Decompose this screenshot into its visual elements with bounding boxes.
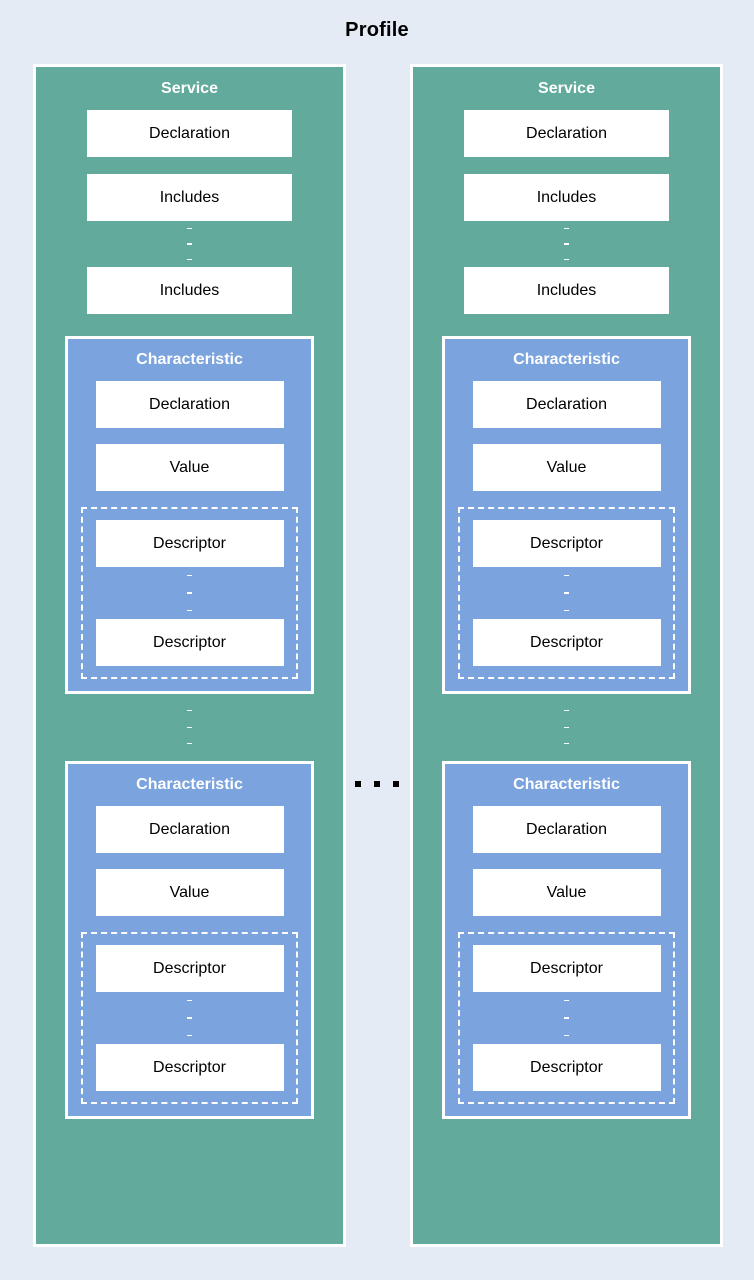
descriptor-box-first: Descriptor [472,520,661,567]
descriptor-group: Descriptor Descriptor [458,507,675,679]
descriptor-box-last: Descriptor [472,619,661,666]
descriptor-ellipsis-icon [564,992,569,1044]
characteristic-value-box: Value [472,444,661,491]
service-declaration-box: Declaration [464,110,669,157]
characteristic-value-box: Value [95,869,284,916]
ellipsis-dot [564,228,569,230]
descriptor-box-last: Descriptor [95,1044,284,1091]
ellipsis-dot [187,743,192,745]
characteristic-ellipsis-icon [564,702,569,752]
ellipsis-dot [564,1034,569,1036]
ellipsis-dot [564,592,569,594]
characteristic-value-box: Value [95,444,284,491]
descriptor-box-first: Descriptor [95,945,284,992]
characteristic-declaration-box: Declaration [95,381,284,428]
ellipsis-dot [393,781,399,787]
ellipsis-dot [187,710,192,711]
service-horizontal-ellipsis-icon [355,778,399,790]
descriptor-box-first: Descriptor [472,945,661,992]
ellipsis-dot [187,1000,192,1002]
ellipsis-dot [564,243,569,245]
ellipsis-dot [564,743,569,745]
ellipsis-dot [564,609,569,611]
characteristic-box-2: Characteristic Declaration Value Descrip… [65,761,314,1119]
characteristic-box-2: Characteristic Declaration Value Descrip… [442,761,691,1119]
characteristic-label: Characteristic [136,776,243,793]
characteristic-ellipsis-icon [187,702,192,752]
service-box-2: Service Declaration Includes Includes Ch… [410,64,723,1247]
service-label: Service [161,80,218,97]
descriptor-group: Descriptor Descriptor [81,932,298,1104]
descriptor-box-last: Descriptor [95,619,284,666]
service-label: Service [538,80,595,97]
ellipsis-dot [187,1034,192,1036]
descriptor-ellipsis-icon [187,567,192,619]
characteristic-label: Characteristic [513,776,620,793]
descriptor-group: Descriptor Descriptor [458,932,675,1104]
ellipsis-dot [564,710,569,711]
ellipsis-dot [187,609,192,611]
ellipsis-dot [187,1017,192,1019]
ellipsis-dot [187,592,192,594]
characteristic-declaration-box: Declaration [472,806,661,853]
service-includes-box-first: Includes [87,174,292,221]
service-box-1: Service Declaration Includes Includes Ch… [33,64,346,1247]
page-title: Profile [345,19,409,41]
service-declaration-box: Declaration [87,110,292,157]
descriptor-box-last: Descriptor [472,1044,661,1091]
includes-ellipsis-icon [187,221,192,267]
service-includes-box-last: Includes [87,267,292,314]
includes-ellipsis-icon [564,221,569,267]
ellipsis-dot [374,781,380,787]
ellipsis-dot [187,726,192,728]
ellipsis-dot [355,781,361,787]
descriptor-box-first: Descriptor [95,520,284,567]
ellipsis-dot [564,258,569,260]
service-columns: Service Declaration Includes Includes Ch… [33,64,723,1247]
characteristic-box-1: Characteristic Declaration Value Descrip… [442,336,691,694]
service-includes-box-first: Includes [464,174,669,221]
descriptor-ellipsis-icon [564,567,569,619]
ellipsis-dot [187,228,192,230]
ellipsis-dot [187,258,192,260]
ellipsis-dot [564,726,569,728]
characteristic-label: Characteristic [136,351,243,368]
service-includes-box-last: Includes [464,267,669,314]
characteristic-value-box: Value [472,869,661,916]
characteristic-label: Characteristic [513,351,620,368]
descriptor-ellipsis-icon [187,992,192,1044]
characteristic-declaration-box: Declaration [95,806,284,853]
ellipsis-dot [187,575,192,577]
ellipsis-dot [564,1000,569,1002]
descriptor-group: Descriptor Descriptor [81,507,298,679]
ellipsis-dot [564,1017,569,1019]
characteristic-declaration-box: Declaration [472,381,661,428]
characteristic-box-1: Characteristic Declaration Value Descrip… [65,336,314,694]
ellipsis-dot [187,243,192,245]
ellipsis-dot [564,575,569,577]
